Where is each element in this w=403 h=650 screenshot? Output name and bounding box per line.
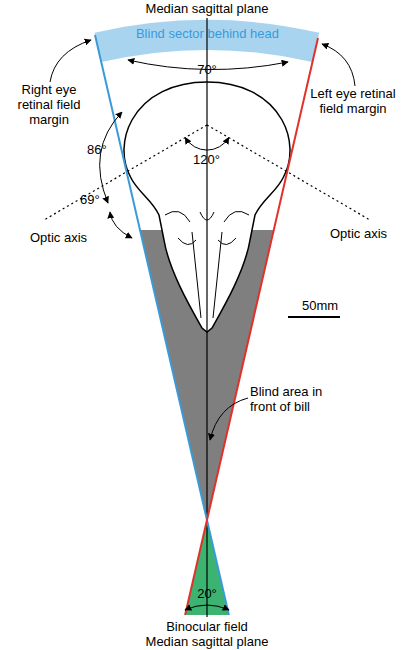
- band-fill: [95, 20, 320, 62]
- axis-label: Optic axis: [330, 226, 400, 241]
- leader-arrow: [322, 44, 355, 86]
- leader-arrow: [210, 398, 248, 440]
- optic-axis-line: [44, 125, 370, 220]
- plane-label: Median sagittal plane: [107, 1, 307, 16]
- leader-arrow: [50, 40, 91, 82]
- median-line: [206, 18, 207, 617]
- angle-arc: [100, 112, 122, 203]
- area-label: Blind area in front of bill: [250, 384, 345, 414]
- angle-arc: [185, 138, 228, 151]
- scale-label: 50mm: [290, 298, 350, 313]
- angle-value: 69°: [80, 192, 116, 207]
- left-eye-margin-line: [185, 38, 318, 615]
- plane-label: Median sagittal plane: [107, 634, 307, 649]
- right-eye-margin-line: [95, 35, 229, 615]
- angle-arc: [185, 605, 229, 610]
- scale-bar: [288, 316, 340, 318]
- angle-value: 120°: [193, 152, 233, 167]
- axis-label: Optic axis: [30, 230, 110, 245]
- margin-label: Right eye retinal field margin: [6, 82, 92, 127]
- margin-label: Left eye retinal field margin: [308, 86, 398, 116]
- field-label: Binocular field: [147, 619, 267, 634]
- angle-value: 20°: [187, 586, 227, 601]
- angle-arc: [110, 212, 132, 238]
- angle-value: 86°: [87, 142, 123, 157]
